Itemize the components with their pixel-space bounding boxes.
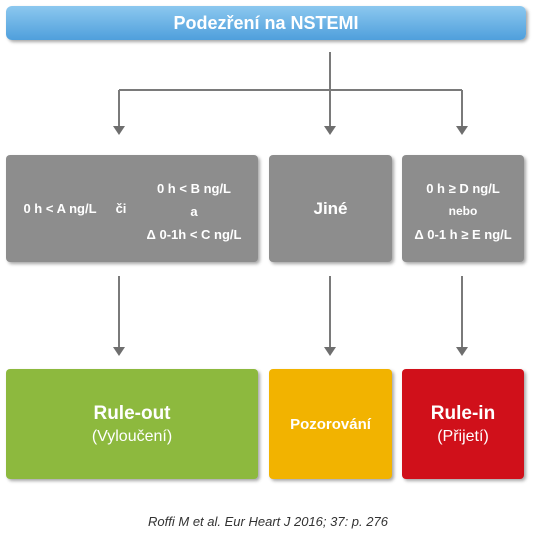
arrow-to-rule-out: [113, 347, 125, 356]
citation-text: Roffi M et al. Eur Heart J 2016; 37: p. …: [148, 514, 388, 529]
outcome-rule-in: Rule-in (Přijetí): [402, 369, 524, 479]
criteria-box-rule-out: 0 h < A ng/L či 0 h < B ng/L a Δ 0-1h < …: [6, 155, 258, 262]
arrow-to-middle-criteria: [324, 126, 336, 135]
header-title: Podezření na NSTEMI: [173, 12, 359, 33]
arrow-to-right-criteria: [456, 126, 468, 135]
criteria-and-line: a: [190, 204, 198, 219]
criteria-single-threshold: 0 h < A ng/L: [23, 201, 97, 216]
outcome-rule-out-subtitle: (Vyloučení): [91, 427, 173, 445]
criteria-box-rule-in: 0 h ≥ D ng/L nebo Δ 0-1 h ≥ E ng/L: [402, 155, 524, 262]
criteria-e-line: Δ 0-1 h ≥ E ng/L: [414, 227, 512, 242]
criteria-rule-in-text: 0 h ≥ D ng/L nebo Δ 0-1 h ≥ E ng/L: [402, 177, 524, 246]
criteria-box-other: Jiné: [269, 155, 392, 262]
outcome-rule-in-subtitle: (Přijetí): [437, 427, 489, 445]
arrow-to-left-criteria: [113, 126, 125, 135]
criteria-c-line: Δ 0-1h < C ng/L: [146, 227, 242, 242]
criteria-or-line: nebo: [448, 204, 478, 218]
outcome-rule-out: Rule-out (Vyloučení): [6, 369, 258, 479]
arrow-to-rule-in: [456, 347, 468, 356]
outcome-observation-title: Pozorování: [290, 415, 371, 433]
outcome-rule-out-title: Rule-out: [93, 402, 171, 424]
header-suspected-nstemi: Podezření na NSTEMI: [6, 6, 526, 40]
criteria-or-label: či: [112, 155, 130, 262]
criteria-other-label: Jiné: [313, 198, 348, 218]
outcome-rule-in-title: Rule-in: [430, 402, 496, 424]
outcome-observation: Pozorování: [269, 369, 392, 479]
criteria-combined-threshold: 0 h < B ng/L a Δ 0-1h < C ng/L: [134, 177, 254, 247]
criteria-d-line: 0 h ≥ D ng/L: [426, 181, 500, 196]
criteria-b-line: 0 h < B ng/L: [156, 181, 232, 196]
arrow-to-observation: [324, 347, 336, 356]
